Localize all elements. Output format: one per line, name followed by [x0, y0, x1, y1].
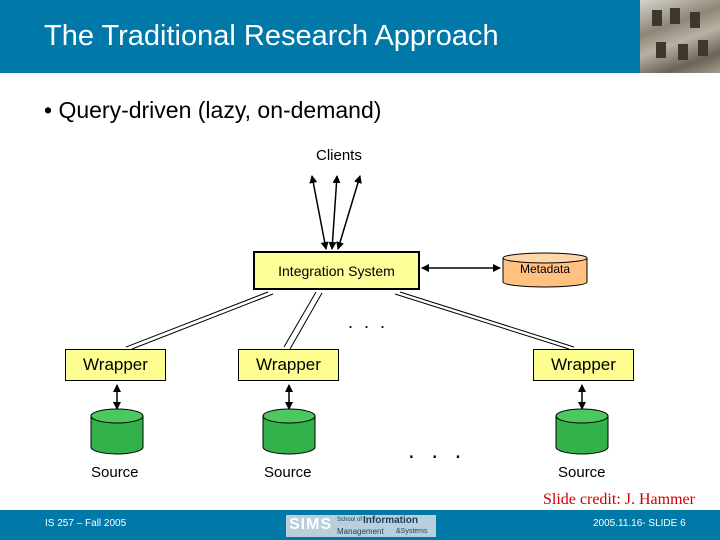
course-label: IS 257 – Fall 2005 [45, 518, 127, 529]
wrapper-label: Wrapper [83, 355, 148, 374]
wrapper-label: Wrapper [256, 355, 321, 374]
slide-header: The Traditional Research Approach [0, 0, 720, 73]
wrapper-links [125, 291, 575, 350]
slide-title: The Traditional Research Approach [44, 20, 499, 52]
slide-footer: IS 257 – Fall 2005 SIMS School of Inform… [0, 510, 720, 540]
integration-system-box: Integration System [253, 251, 420, 290]
source-links [113, 384, 586, 410]
source-label-2: Source [264, 464, 312, 481]
wrapper-box-1: Wrapper [65, 349, 166, 381]
client-arrows [309, 175, 362, 250]
source-cylinder-2 [262, 408, 316, 455]
slide-number: 2005.11.16- SLIDE 6 [593, 518, 686, 529]
logo-sims-text: SIMS [289, 516, 333, 533]
sims-logo: SIMS School of Information Management &S… [286, 515, 436, 537]
building-photo [640, 0, 720, 73]
ellipsis-sources: . . . [408, 437, 467, 464]
source-label-1: Source [91, 464, 139, 481]
ellipsis-wrappers: . . . [348, 312, 389, 332]
metadata-cylinder [502, 252, 588, 288]
metadata-label: Metadata [519, 262, 571, 276]
bullet-query-driven: • Query-driven (lazy, on-demand) [44, 97, 382, 123]
slide-credit: Slide credit: J. Hammer [543, 491, 695, 508]
logo-and-systems: &Systems [396, 528, 428, 535]
logo-information: Information [363, 515, 418, 526]
source-cylinder-3 [555, 408, 609, 455]
clients-label: Clients [316, 147, 362, 164]
wrapper-box-2: Wrapper [238, 349, 339, 381]
wrapper-label: Wrapper [551, 355, 616, 374]
source-cylinder-1 [90, 408, 144, 455]
logo-management: Management [337, 527, 384, 536]
integration-system-label: Integration System [278, 263, 395, 279]
logo-school-of: School of [337, 517, 363, 523]
wrapper-box-3: Wrapper [533, 349, 634, 381]
source-label-3: Source [558, 464, 606, 481]
